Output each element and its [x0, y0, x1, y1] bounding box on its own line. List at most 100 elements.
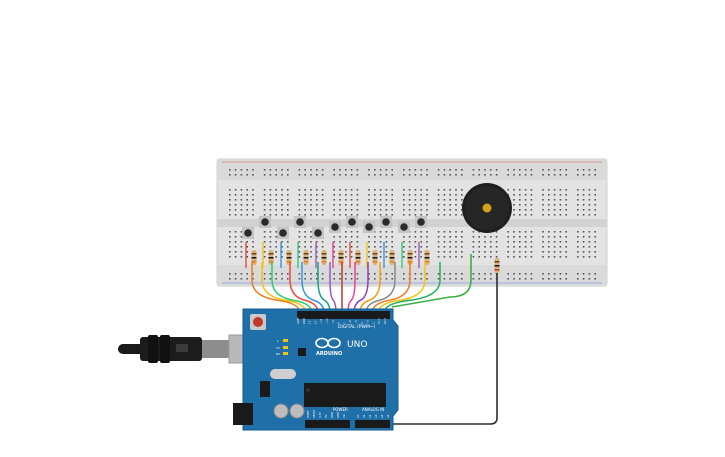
power-pin-label: Vin: [342, 414, 346, 418]
signal-wire-12[interactable]: [365, 262, 396, 314]
digital-pin-label: 12: [313, 320, 317, 324]
center-channel: [217, 219, 607, 227]
power-header: [305, 420, 350, 428]
digital-pin-label: ~10: [325, 318, 329, 324]
digital-pin-label: 13: [308, 320, 312, 324]
crystal: [270, 369, 296, 379]
push-button-3[interactable]: [277, 227, 289, 239]
resistor-6[interactable]: [338, 250, 344, 265]
push-button-1[interactable]: [242, 227, 254, 239]
resistor-1[interactable]: [251, 250, 257, 265]
signal-wire-11[interactable]: [359, 262, 381, 314]
digital-pin-label: RX 0: [383, 318, 387, 324]
usb-icon: [176, 344, 188, 352]
arduino-model: UNO: [347, 340, 367, 350]
analog-pin-label: A2: [368, 414, 372, 418]
signal-wire-4[interactable]: [289, 262, 319, 314]
arduino-uno-board[interactable]: DIGITAL (PWM~) ARDUINO UNO L TX RX POWER…: [233, 308, 399, 431]
capacitor-2: [289, 403, 305, 419]
signal-wire-9[interactable]: [347, 262, 356, 314]
digital-pin-label: ~5: [354, 320, 358, 324]
resistors: [245, 242, 430, 268]
power-pin-label: 5V: [324, 414, 328, 418]
signal-wire-3[interactable]: [271, 262, 313, 314]
resistor-10[interactable]: [407, 250, 413, 265]
buzzer-resistor[interactable]: [494, 258, 500, 273]
signal-wire-10[interactable]: [353, 262, 369, 314]
analog-pin-label: A1: [362, 414, 366, 418]
led-label-l: L: [277, 339, 279, 343]
buzzer-ground-wire[interactable]: [391, 254, 472, 308]
piezo-buzzer[interactable]: [462, 183, 512, 233]
analog-pin-label: A0: [356, 414, 360, 418]
digital-pin-label: 2: [371, 322, 375, 324]
atmega-chip: [304, 383, 386, 407]
resistor-4[interactable]: [303, 250, 309, 265]
power-pin-label: GND: [336, 412, 340, 418]
usb-cable[interactable]: [118, 334, 267, 364]
resistor-11[interactable]: [424, 250, 430, 265]
usb-chip: [298, 348, 306, 356]
reset-button-cap: [253, 317, 263, 327]
signal-wire-5[interactable]: [301, 262, 325, 314]
voltage-regulator: [260, 381, 270, 397]
power-pin-label: GND: [330, 412, 334, 418]
arduino-brand: ARDUINO: [316, 351, 342, 357]
analog-pin-label: A3: [374, 414, 378, 418]
buzzer-signal-wire[interactable]: [392, 262, 498, 425]
push-button-4[interactable]: [294, 216, 306, 228]
digital-pin-label: ~3: [366, 320, 370, 324]
signal-wire-6[interactable]: [317, 262, 331, 314]
resistor-2[interactable]: [268, 250, 274, 265]
signal-wire-1[interactable]: [251, 262, 301, 314]
signal-wire-15[interactable]: [383, 262, 441, 314]
digital-pin-label: ~9: [331, 320, 335, 324]
status-leds: L TX RX: [275, 339, 288, 356]
resistor-5[interactable]: [321, 250, 327, 265]
digital-pin-label: TX 1: [377, 318, 381, 324]
analog-pin-label: A5: [386, 414, 390, 418]
digital-pin-label: 7: [342, 322, 346, 324]
digital-pin-label: 4: [360, 322, 364, 324]
push-button-7[interactable]: [346, 216, 358, 228]
push-button-5[interactable]: [312, 227, 324, 239]
resistor-8[interactable]: [372, 250, 378, 265]
capacitor-1: [273, 403, 289, 419]
signal-wire-2[interactable]: [261, 262, 307, 314]
digital-pin-label: GND: [302, 318, 306, 324]
analog-header: [355, 420, 390, 428]
signal-wire-13[interactable]: [371, 262, 411, 314]
buzzer-center-icon: [482, 203, 492, 213]
push-button-2[interactable]: [259, 216, 271, 228]
digital-header-label: DIGITAL (PWM~): [338, 324, 376, 330]
breadboard[interactable]: [216, 158, 608, 287]
push-button-9[interactable]: [380, 216, 392, 228]
resistor-9[interactable]: [389, 250, 395, 265]
analog-pin-label: A4: [380, 414, 384, 418]
resistor-3[interactable]: [286, 250, 292, 265]
signal-wires: [251, 262, 441, 314]
power-header-label: POWER: [333, 407, 348, 412]
led-label-tx: TX: [275, 346, 280, 350]
signal-wire-7[interactable]: [329, 262, 337, 314]
digital-pin-label: AREF: [296, 317, 300, 324]
signal-wire-14[interactable]: [377, 262, 426, 314]
led-label-rx: RX: [276, 352, 280, 356]
power-pin-label: RESET: [312, 409, 316, 418]
power-pin-label: IOREF: [306, 410, 310, 418]
resistor-7[interactable]: [355, 250, 361, 265]
push-button-6[interactable]: [329, 221, 341, 233]
digital-pin-label: ~11: [319, 318, 323, 324]
digital-header: [297, 311, 390, 319]
push-button-10[interactable]: [398, 221, 410, 233]
push-button-11[interactable]: [415, 216, 427, 228]
arduino-logo-icon: [315, 337, 341, 349]
push-buttons: [242, 216, 427, 239]
analog-header-label: ANALOG IN: [362, 407, 384, 412]
push-button-8[interactable]: [363, 221, 375, 233]
power-jack: [233, 403, 253, 425]
